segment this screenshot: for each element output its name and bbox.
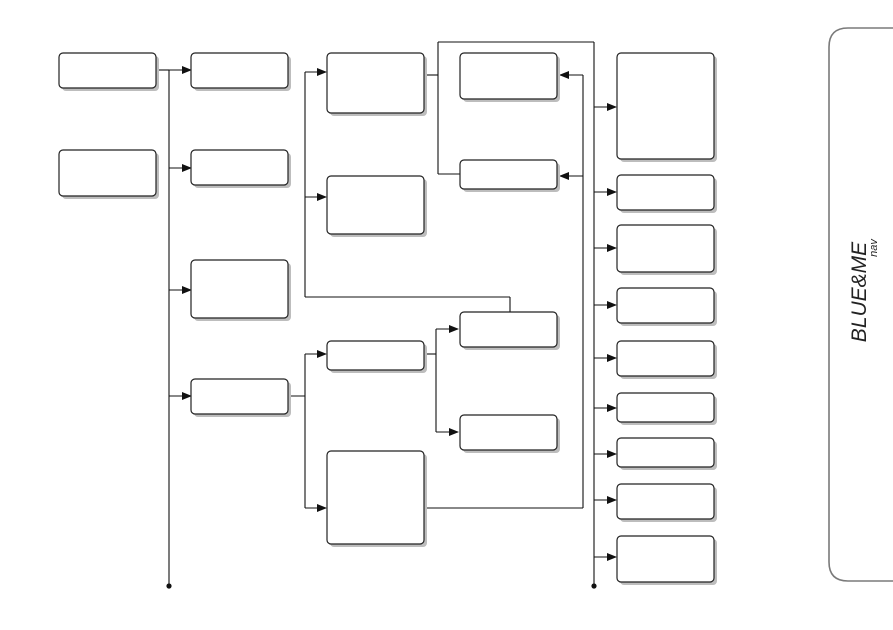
box-col4-3	[459, 311, 560, 350]
box-col1-1	[58, 52, 159, 91]
box-col5-9	[616, 535, 717, 585]
brand-logo: BLUE&ME nav	[848, 238, 880, 343]
terminal-dot	[166, 583, 172, 589]
box-col4-2	[459, 159, 560, 192]
box-col5-4	[616, 287, 717, 326]
box-col2-3	[190, 259, 291, 321]
box-col4-1	[459, 52, 560, 102]
box-col3-4	[326, 450, 427, 547]
terminal-dot	[591, 583, 597, 589]
side-tab: BLUE&ME nav	[828, 27, 893, 582]
box-col5-5	[616, 340, 717, 379]
box-col1-2	[58, 149, 159, 199]
box-col2-4	[190, 378, 291, 417]
box-col5-7	[616, 437, 717, 470]
box-col5-3	[616, 224, 717, 275]
box-col2-2	[190, 149, 291, 188]
box-col3-3	[326, 340, 427, 373]
box-col4-4	[459, 414, 560, 453]
connectors	[157, 41, 617, 589]
box-col2-1	[190, 52, 291, 91]
box-col3-2	[326, 175, 427, 237]
box-col5-1	[616, 52, 717, 162]
box-col5-8	[616, 483, 717, 522]
box-col5-2	[616, 174, 717, 213]
box-col3-1	[326, 52, 427, 116]
box-col5-6	[616, 392, 717, 425]
logo-sub-text: nav	[868, 238, 880, 257]
logo-main-text: BLUE&ME	[848, 241, 871, 342]
